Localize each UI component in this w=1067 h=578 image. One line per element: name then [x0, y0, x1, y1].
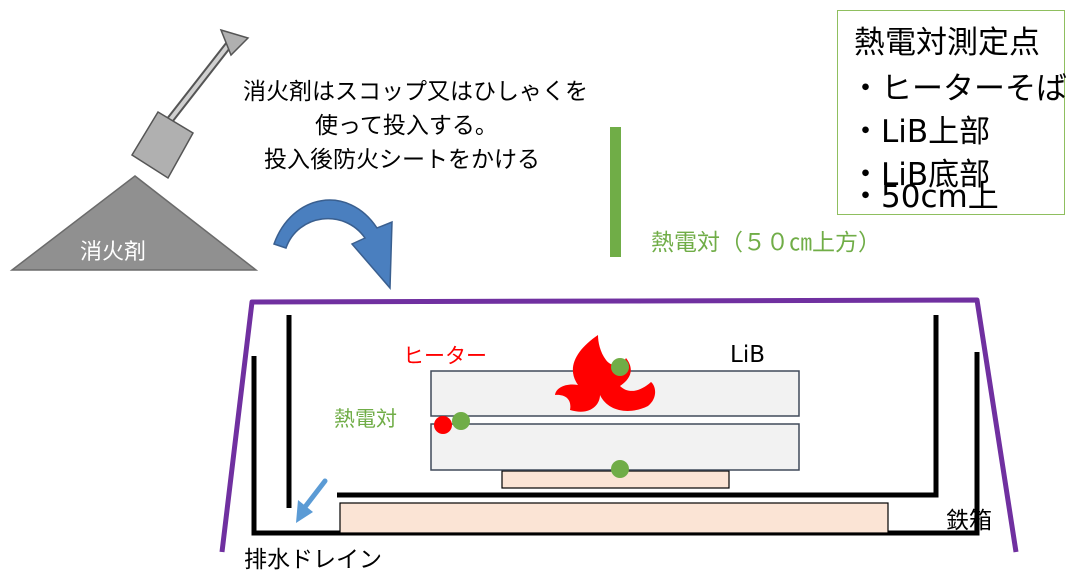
fire-blanket-outline — [219, 297, 1019, 553]
legend-item: ・50cm上 — [850, 179, 999, 215]
thermocouple-upper-label: 熱電対（５０㎝上方） — [651, 230, 881, 256]
thermocouple-point-lib-bottom — [611, 460, 629, 478]
bottom-tray — [339, 502, 889, 534]
drain-arrow-icon — [296, 478, 328, 523]
scoop-icon — [130, 28, 250, 180]
thermocouple-label: 熱電対 — [334, 407, 397, 431]
curved-arrow-icon — [273, 199, 393, 290]
measurement-points-legend: 熱電対測定点 ・ヒーターそば ・LiB上部 ・LiB底部 ・50cm上 — [837, 10, 1067, 215]
thermocouple-point-lib-top — [611, 358, 629, 376]
instruction-line-1: 消火剤はスコップ又はひしゃくを — [243, 79, 588, 105]
instruction-line-3: 投入後防火シートをかける — [264, 147, 540, 173]
thermocouple-point-heater — [452, 412, 470, 430]
iron-box-label: 鉄箱 — [946, 508, 992, 534]
flame-icon — [555, 335, 656, 412]
legend-item: ・LiB底部 — [850, 157, 991, 193]
pile-label: 消火剤 — [80, 240, 147, 265]
legend-item: ・ヒーターそば — [850, 71, 1067, 107]
heater-label: ヒーター — [403, 344, 487, 368]
extinguisher-pile-icon — [9, 175, 259, 271]
thermocouple-probe-upper — [610, 127, 621, 257]
legend-title: 熱電対測定点 — [854, 25, 1040, 61]
instruction-line-2: 使って投入する。 — [315, 113, 498, 139]
heater-point — [434, 416, 452, 434]
lib-label: LiB — [730, 342, 765, 368]
drain-label: 排水ドレイン — [244, 547, 382, 573]
legend-item: ・LiB上部 — [850, 114, 991, 150]
